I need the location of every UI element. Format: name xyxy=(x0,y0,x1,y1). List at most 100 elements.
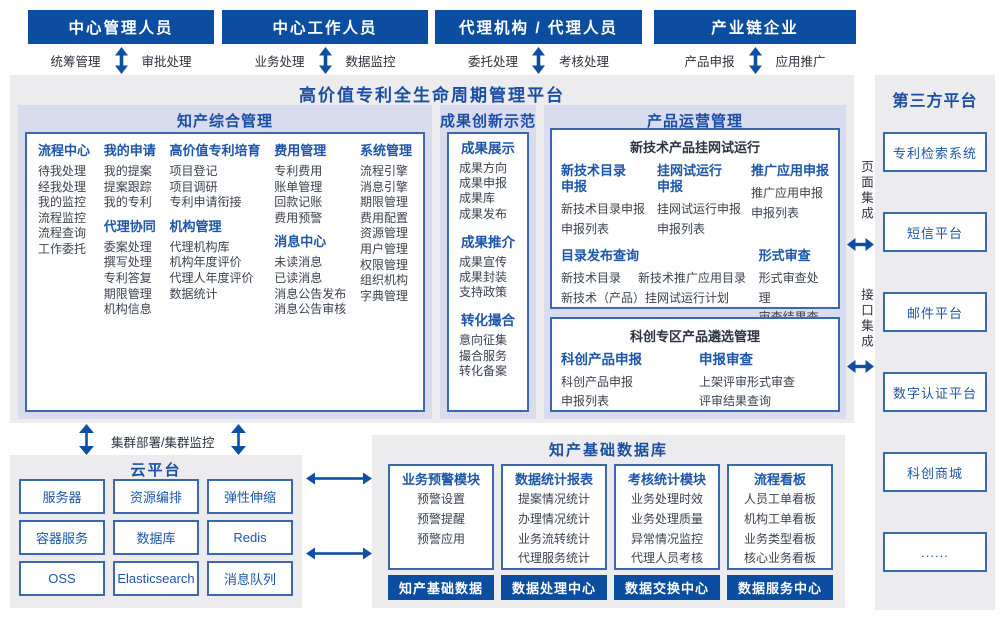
module-item: 字典管理 xyxy=(359,288,408,303)
ip-database-columns: 业务预警模块 预警设置预警提醒预警应用 知产基础数据 数据统计报表 提案情况统计… xyxy=(388,464,833,600)
module-item: 挂网试运行申报 xyxy=(656,202,741,216)
actor-title: 中心管理人员 xyxy=(28,10,214,44)
module-items: 成果方向成果申报成果库成果发布 xyxy=(455,161,521,222)
module-item: 成果发布 xyxy=(459,206,508,221)
database-module-box: 业务预警模块 预警设置预警提醒预警应用 xyxy=(388,464,494,570)
module-item: 申报列表 xyxy=(656,221,705,236)
cloud-service-item: 消息队列 xyxy=(207,561,293,596)
module-group-title: 高价值专利培育 xyxy=(169,143,261,158)
module-group: 系统管理 流程引擎消息引擎期限管理费用配置资源管理用户管理权限管理组织机构字典管… xyxy=(360,142,412,304)
module-item: 异常情况监控 xyxy=(630,531,703,546)
actor-card: 中心管理人员 统筹管理 审批处理 xyxy=(28,10,214,76)
module-column: 我的申请 我的提案提案跟踪我的专利 代理协同 委案处理撰写处理专利答复期限管理机… xyxy=(104,142,156,318)
double-arrow-horizontal-icon xyxy=(847,360,874,373)
module-item: 待我处理 xyxy=(38,164,87,178)
module-group-title: 数据统计报表 xyxy=(514,472,593,487)
module-group: 代理协同 委案处理撰写处理专利答复期限管理机构信息 xyxy=(104,218,156,318)
module-item: 业务处理时效 xyxy=(630,492,703,506)
module-group: 推广应用申报 推广应用申报申报列表 xyxy=(751,163,829,239)
cloud-title: 云平台 xyxy=(130,462,182,479)
module-group-title: 成果推介 xyxy=(461,234,515,250)
third-party-panel: 第三方平台 专利检索系统短信平台邮件平台数字认证平台科创商城...... xyxy=(875,75,995,610)
actor-function-right: 考核处理 xyxy=(559,54,610,69)
api-integration-label: 接口集成 xyxy=(859,288,873,350)
double-arrow-vertical-icon xyxy=(114,46,128,74)
catalog-row: 新技术目录新技术推广应用目录 xyxy=(561,269,759,289)
double-arrow-vertical-icon xyxy=(532,46,545,74)
database-module-box: 流程看板 人员工单看板机构工单看板业务类型看板核心业务看板 xyxy=(727,464,833,570)
cloud-service-item: OSS xyxy=(19,561,105,596)
module-items: 专利费用账单管理回款记账费用预警 xyxy=(274,164,346,226)
module-items: 新技术目录申报申报列表 xyxy=(561,200,657,239)
module-item: 新技术目录申报 xyxy=(561,202,646,216)
actor-function-right: 应用推广 xyxy=(775,54,826,69)
module-group: 新技术目录申报 新技术目录申报申报列表 xyxy=(561,163,657,239)
third-party-item: 科创商城 xyxy=(883,452,987,492)
module-item: 转化备案 xyxy=(459,363,508,378)
module-group-title: 消息中心 xyxy=(274,234,327,250)
actor-functions: 业务处理 数据监控 xyxy=(222,44,428,76)
ip-management-box: 流程中心 待我处理经我处理我的监控流程监控流程查询工作委托 我的申请 我的 xyxy=(25,132,425,412)
actor-card: 代理机构 / 代理人员 委托处理 考核处理 xyxy=(435,10,642,76)
section-ip-management: 知产综合管理 流程中心 待我处理经我处理我的监控流程监控流程查询工作委托 xyxy=(18,105,432,419)
module-item: 消息公告审核 xyxy=(274,302,347,317)
module-item: 代理人年度评价 xyxy=(169,270,254,285)
module-item: 权限管理 xyxy=(359,257,408,272)
module-item: 成果宣传 xyxy=(459,254,508,269)
database-center-bar: 数据处理中心 xyxy=(501,575,607,600)
module-item: 预警应用 xyxy=(416,531,465,546)
trial-run-box: 新技术产品挂网试运行 新技术目录申报 新技术目录申报申报列表 挂网试运行申报 挂… xyxy=(550,128,840,344)
double-arrow-vertical-icon xyxy=(318,46,332,74)
module-groups: 高价值专利培育 项目登记项目调研专利申请衔接 机构管理 代理机构库机构年度评价代… xyxy=(169,142,260,302)
module-group-title: 费用管理 xyxy=(274,143,327,158)
module-item: 成果库 xyxy=(459,191,496,206)
module-item: 我的监控 xyxy=(38,195,87,210)
module-item: 代理服务统计 xyxy=(517,551,590,566)
module-group-title: 转化撮合 xyxy=(461,313,515,329)
module-group: 高价值专利培育 项目登记项目调研专利申请衔接 xyxy=(169,142,260,211)
actor-title: 产业链企业 xyxy=(654,10,856,44)
module-item: 提案情况统计 xyxy=(517,492,590,506)
module-item: 申报列表 xyxy=(561,393,610,408)
third-party-title: 第三方平台 xyxy=(892,93,978,110)
module-group-title: 形式审查 xyxy=(758,248,811,263)
module-item: 消息引擎 xyxy=(359,179,408,194)
platform-title: 高价值专利全生命周期管理平台 xyxy=(299,86,565,105)
module-item: 机构信息 xyxy=(103,302,152,317)
module-item: 成果方向 xyxy=(459,161,508,175)
module-items: 人员工单看板机构工单看板业务类型看板核心业务看板 xyxy=(729,490,831,569)
module-item: 代理机构库 xyxy=(169,239,230,254)
module-item: 我的提案 xyxy=(103,164,152,178)
module-group: 我的申请 我的提案提案跟踪我的专利 xyxy=(104,142,156,211)
module-items: 委案处理撰写处理专利答复期限管理机构信息 xyxy=(104,240,156,318)
module-group: 成果推介 成果宣传成果封装支持政策 xyxy=(455,234,521,301)
achievement-groups: 成果展示 成果方向成果申报成果库成果发布 成果推介 成果宣传成果封装支持政策 转… xyxy=(455,140,521,379)
module-group-title: 新技术目录申报 xyxy=(561,163,627,194)
module-item: 账单管理 xyxy=(274,179,323,194)
cloud-service-item: 容器服务 xyxy=(19,520,105,555)
section-title: 产品运营管理 xyxy=(646,113,743,130)
database-module-box: 数据统计报表 提案情况统计办理情况统计业务流转统计代理服务统计 xyxy=(501,464,607,570)
database-module-box: 考核统计模块 业务处理时效业务处理质量异常情况监控代理人员考核 xyxy=(614,464,720,570)
actor-function-left: 产品申报 xyxy=(684,54,735,69)
module-item: 机构工单看板 xyxy=(743,511,816,526)
database-center-bar: 数据交换中心 xyxy=(614,575,720,600)
cloud-service-item: 数据库 xyxy=(113,520,199,555)
module-group: 费用管理 专利费用账单管理回款记账费用预警 xyxy=(274,142,346,226)
module-groups: 费用管理 专利费用账单管理回款记账费用预警 消息中心 未读消息已读消息消息公告发… xyxy=(274,142,346,318)
module-item: 科创产品申报 xyxy=(561,375,634,389)
module-group-title: 考核统计模块 xyxy=(627,472,706,487)
achievement-box: 成果展示 成果方向成果申报成果库成果发布 成果推介 成果宣传成果封装支持政策 转… xyxy=(447,132,529,412)
double-arrow-vertical-icon xyxy=(231,424,246,455)
database-column: 业务预警模块 预警设置预警提醒预警应用 知产基础数据 xyxy=(388,464,494,600)
ip-database-panel: 知产基础数据库 业务预警模块 预警设置预警提醒预警应用 知产基础数据 数据统计报… xyxy=(372,435,845,608)
section-title: 成果创新示范 xyxy=(440,113,537,130)
module-column: 流程中心 待我处理经我处理我的监控流程监控流程查询工作委托 xyxy=(38,142,90,318)
module-items: 上架评审形式审查评审结果查询 xyxy=(699,373,795,410)
actor-function-right: 审批处理 xyxy=(141,54,192,69)
double-arrow-horizontal-icon xyxy=(306,547,372,560)
module-items: 预警设置预警提醒预警应用 xyxy=(390,490,492,549)
module-item: 预警设置 xyxy=(416,492,465,506)
